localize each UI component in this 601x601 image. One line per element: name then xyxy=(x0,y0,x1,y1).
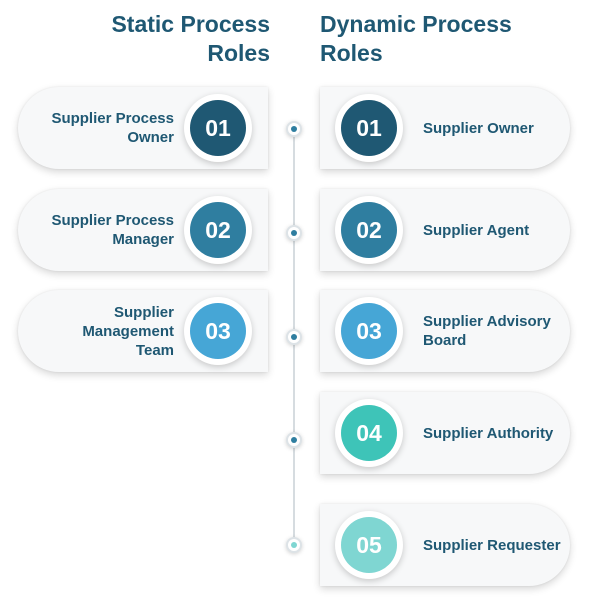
static-role-card-2: Supplier Process Manager 02 xyxy=(18,189,268,271)
number-badge: 02 xyxy=(335,196,403,264)
number-badge-text: 02 xyxy=(205,216,231,243)
timeline-dot-2 xyxy=(286,225,302,241)
dynamic-role-card-4: 04 Supplier Authority xyxy=(320,392,570,474)
number-badge: 03 xyxy=(335,297,403,365)
number-badge-circle: 01 xyxy=(341,100,397,156)
static-roles-heading-text: Static Process Roles xyxy=(111,11,270,66)
dynamic-role-card-1: 01 Supplier Owner xyxy=(320,87,570,169)
dynamic-role-label: Supplier Requester xyxy=(423,504,568,586)
number-badge-text: 02 xyxy=(356,216,382,243)
number-badge-circle: 01 xyxy=(190,100,246,156)
number-badge-circle: 02 xyxy=(190,202,246,258)
number-badge: 01 xyxy=(335,94,403,162)
number-badge-text: 04 xyxy=(356,419,382,446)
dynamic-role-label-text: Supplier Agent xyxy=(423,221,530,239)
dynamic-roles-heading-text: Dynamic Process Roles xyxy=(320,11,512,66)
number-badge: 03 xyxy=(184,297,252,365)
number-badge: 02 xyxy=(184,196,252,264)
dynamic-role-label: Supplier Authority xyxy=(423,392,568,474)
timeline-dot-5 xyxy=(286,537,302,553)
static-role-label-text: Supplier Process Owner xyxy=(51,110,174,146)
dynamic-role-card-5: 05 Supplier Requester xyxy=(320,504,570,586)
timeline-dot-4 xyxy=(286,432,302,448)
dynamic-roles-heading: Dynamic Process Roles xyxy=(320,10,512,68)
timeline-dot-3 xyxy=(286,329,302,345)
number-badge: 01 xyxy=(184,94,252,162)
dynamic-role-label-text: Supplier Requester xyxy=(423,536,561,554)
number-badge-text: 01 xyxy=(205,114,231,141)
dynamic-role-card-3: 03 Supplier Advisory Board xyxy=(320,290,570,372)
number-badge-circle: 03 xyxy=(190,303,246,359)
dynamic-role-card-2: 02 Supplier Agent xyxy=(320,189,570,271)
static-role-label: Supplier Process Manager xyxy=(24,189,174,271)
dynamic-role-label-text: Supplier Owner xyxy=(423,119,534,137)
dynamic-role-label: Supplier Agent xyxy=(423,189,568,271)
number-badge: 05 xyxy=(335,511,403,579)
static-role-label-text: Supplier Management Team xyxy=(82,303,174,359)
static-role-label-text: Supplier Process Manager xyxy=(51,212,174,248)
static-role-label: Supplier Management Team xyxy=(24,290,174,372)
number-badge-text: 03 xyxy=(356,317,382,344)
number-badge-text: 05 xyxy=(356,531,382,558)
static-roles-heading: Static Process Roles xyxy=(111,10,270,68)
number-badge: 04 xyxy=(335,399,403,467)
static-role-card-3: Supplier Management Team 03 xyxy=(18,290,268,372)
number-badge-circle: 05 xyxy=(341,517,397,573)
number-badge-circle: 03 xyxy=(341,303,397,359)
number-badge-text: 01 xyxy=(356,114,382,141)
dynamic-role-label-text: Supplier Authority xyxy=(423,424,554,442)
static-role-card-1: Supplier Process Owner 01 xyxy=(18,87,268,169)
number-badge-circle: 02 xyxy=(341,202,397,258)
dynamic-role-label: Supplier Owner xyxy=(423,87,568,169)
number-badge-circle: 04 xyxy=(341,405,397,461)
dynamic-role-label: Supplier Advisory Board xyxy=(423,290,568,372)
number-badge-text: 03 xyxy=(205,317,231,344)
timeline-dot-1 xyxy=(286,121,302,137)
static-role-label: Supplier Process Owner xyxy=(24,87,174,169)
dynamic-role-label-text: Supplier Advisory Board xyxy=(423,313,551,349)
